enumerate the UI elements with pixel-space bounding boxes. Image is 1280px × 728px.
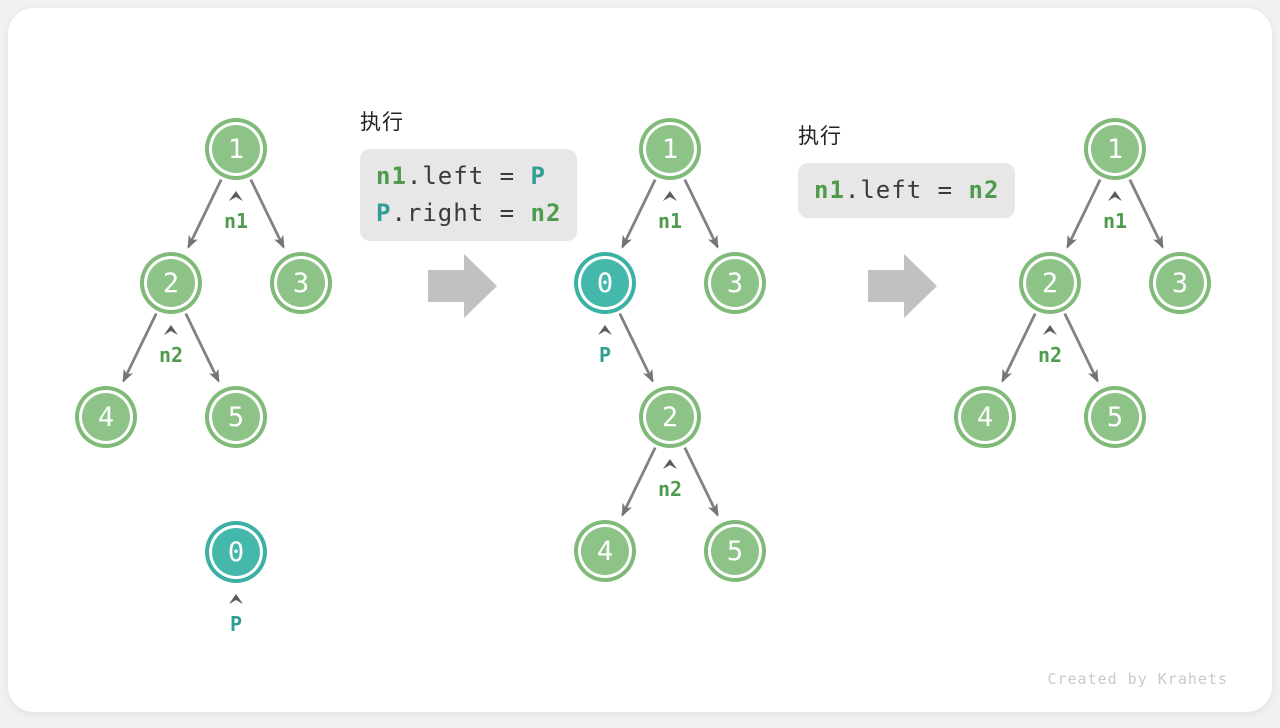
tree-final-edges <box>1001 178 1164 383</box>
pointer-n1: n1 <box>1103 191 1127 232</box>
tree1-node-1: 1 <box>212 125 260 173</box>
pointer-label: n1 <box>657 209 683 233</box>
node-value: 0 <box>227 536 245 568</box>
pointer-label: n2 <box>158 343 184 367</box>
step-arrow-1-icon <box>428 254 497 318</box>
caret-up-icon <box>229 191 243 201</box>
pointer-label: P <box>229 612 243 636</box>
code-token-p: P <box>530 162 546 190</box>
exec-step-1: 执行 n1.left = P P.right = n2 <box>360 106 578 241</box>
tree-linked-edges <box>618 178 719 517</box>
tree2-node-3: 3 <box>711 259 759 307</box>
code-block-2: n1.left = n2 <box>798 163 1016 218</box>
code-token-n1: n1 <box>814 176 845 204</box>
watermark-credit: Created by Krahets <box>1047 670 1228 688</box>
caret-up-icon <box>1108 191 1122 201</box>
code-block-1: n1.left = P P.right = n2 <box>360 149 578 241</box>
node-value: 3 <box>1171 267 1189 299</box>
tree3-node-2: 2 <box>1026 259 1074 307</box>
node-value: 4 <box>596 535 614 567</box>
pointer-label: n1 <box>223 209 249 233</box>
node-value: 1 <box>1106 133 1124 165</box>
tree2-node-2: 2 <box>646 393 694 441</box>
edges-layer <box>122 178 1164 517</box>
tree3-node-1: 1 <box>1091 125 1139 173</box>
code-token: .right = <box>391 199 531 227</box>
code-token: .left = <box>406 162 531 190</box>
exec-title: 执行 <box>360 111 404 134</box>
node-value: 2 <box>162 267 180 299</box>
node-value: 5 <box>1106 401 1124 433</box>
node-value: 4 <box>976 401 994 433</box>
caret-up-icon <box>164 325 178 335</box>
pointer-n2: n2 <box>159 325 183 366</box>
code-token: .left = <box>844 176 969 204</box>
node-value: 0 <box>596 267 614 299</box>
pointer-n1: n1 <box>224 191 248 232</box>
tree1-node-0-p: 0 <box>212 528 260 576</box>
tree2-node-4: 4 <box>581 527 629 575</box>
caret-up-icon <box>663 459 677 469</box>
step-arrow-2-icon <box>868 254 937 318</box>
tree2-node-5: 5 <box>711 527 759 575</box>
tree-initial-edges <box>122 178 285 383</box>
code-token-n2: n2 <box>968 176 1000 204</box>
code-line: n1.left = n2 <box>814 172 999 209</box>
node-value: 5 <box>726 535 744 567</box>
code-line: P.right = n2 <box>376 195 561 232</box>
pointer-label: n2 <box>1037 343 1063 367</box>
pointer-n2: n2 <box>658 459 682 500</box>
tree1-node-3: 3 <box>277 259 325 307</box>
tree3-node-3: 3 <box>1156 259 1204 307</box>
pointer-p: P <box>598 325 612 366</box>
caret-up-icon <box>1043 325 1057 335</box>
tree1-node-4: 4 <box>82 393 130 441</box>
caret-up-icon <box>663 191 677 201</box>
exec-title: 执行 <box>798 125 842 148</box>
node-value: 1 <box>227 133 245 165</box>
tree2-node-0-p: 0 <box>581 259 629 307</box>
caret-up-icon <box>598 325 612 335</box>
exec-step-2: 执行 n1.left = n2 <box>798 120 1016 218</box>
pointer-p: P <box>229 594 243 635</box>
caret-up-icon <box>229 594 243 604</box>
node-value: 4 <box>97 401 115 433</box>
node-value: 3 <box>292 267 310 299</box>
diagram-card: 1 2 3 4 5 0 n1 n2 P 执行 n1.left = P P. <box>8 8 1272 712</box>
code-token-n2: n2 <box>530 199 562 227</box>
pointer-label: n2 <box>657 477 683 501</box>
diagram-stage: 1 2 3 4 5 0 n1 n2 P 执行 n1.left = P P. <box>8 8 1272 712</box>
tree2-node-1: 1 <box>646 125 694 173</box>
node-value: 2 <box>1041 267 1059 299</box>
node-value: 3 <box>726 267 744 299</box>
tree3-node-5: 5 <box>1091 393 1139 441</box>
node-value: 1 <box>661 133 679 165</box>
node-value: 2 <box>661 401 679 433</box>
code-token-n1: n1 <box>376 162 407 190</box>
tree1-node-2: 2 <box>147 259 195 307</box>
tree3-node-4: 4 <box>961 393 1009 441</box>
node-value: 5 <box>227 401 245 433</box>
pointer-label: n1 <box>1102 209 1128 233</box>
code-token-p: P <box>376 199 392 227</box>
pointer-n2: n2 <box>1038 325 1062 366</box>
pointer-n1: n1 <box>658 191 682 232</box>
pointer-label: P <box>598 343 612 367</box>
tree1-node-5: 5 <box>212 393 260 441</box>
code-line: n1.left = P <box>376 158 561 195</box>
